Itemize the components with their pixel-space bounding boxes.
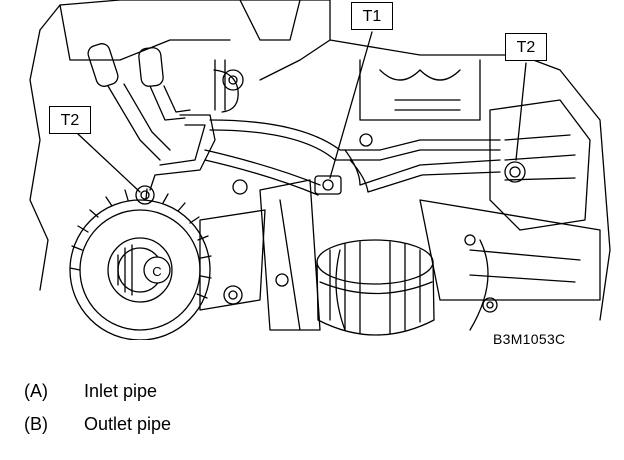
oil-filter — [316, 239, 435, 336]
pipe-fittings — [135, 133, 526, 313]
callout-leaders — [77, 31, 527, 193]
engine-block-outline — [29, 0, 611, 331]
legend-label: Outlet pipe — [84, 414, 172, 434]
main-pipes — [204, 119, 501, 196]
legend-label: Inlet pipe — [84, 381, 158, 401]
callout-t2-left: T2 — [49, 106, 91, 134]
legend-item-outlet: (B) Outlet pipe — [24, 414, 171, 435]
callout-t2-right: T2 — [505, 33, 547, 61]
figure-code: B3M1053C — [493, 331, 566, 347]
timing-pulley — [69, 188, 212, 340]
pipe-bracket — [149, 114, 216, 191]
pipe-caps — [87, 43, 191, 161]
engine-line-drawing: C — [29, 0, 611, 340]
legend-key: (B) — [24, 414, 48, 434]
pipe-label-c: C — [152, 264, 161, 279]
legend-item-inlet: (A) Inlet pipe — [24, 381, 157, 402]
legend-key: (A) — [24, 381, 48, 401]
callout-t1: T1 — [351, 2, 393, 30]
